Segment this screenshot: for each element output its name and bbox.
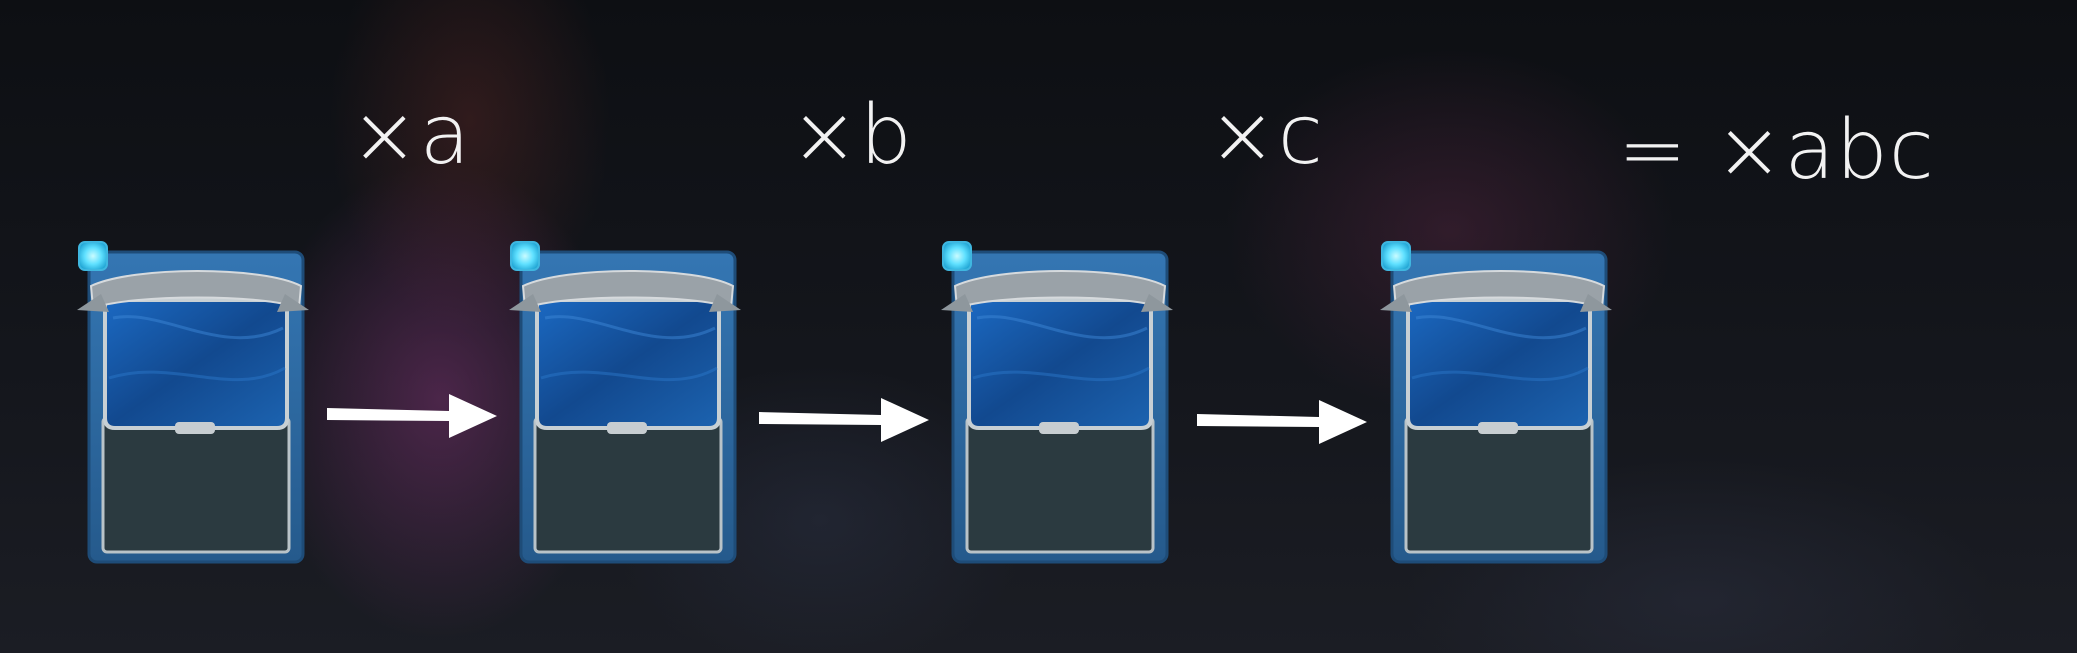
result-label: = ×abc xyxy=(1618,103,1935,198)
arrow-right-icon xyxy=(759,398,929,442)
arrow-right-icon xyxy=(327,394,497,438)
card-3 xyxy=(941,241,1173,564)
multiplier-label-a: ×a xyxy=(350,88,471,183)
arrow-right-icon xyxy=(1197,400,1367,444)
multiplier-label-b: ×b xyxy=(790,88,913,183)
multiplier-label-c: ×c xyxy=(1208,88,1324,183)
card-1 xyxy=(77,241,309,564)
card-2 xyxy=(509,241,741,564)
card-4 xyxy=(1380,241,1612,564)
